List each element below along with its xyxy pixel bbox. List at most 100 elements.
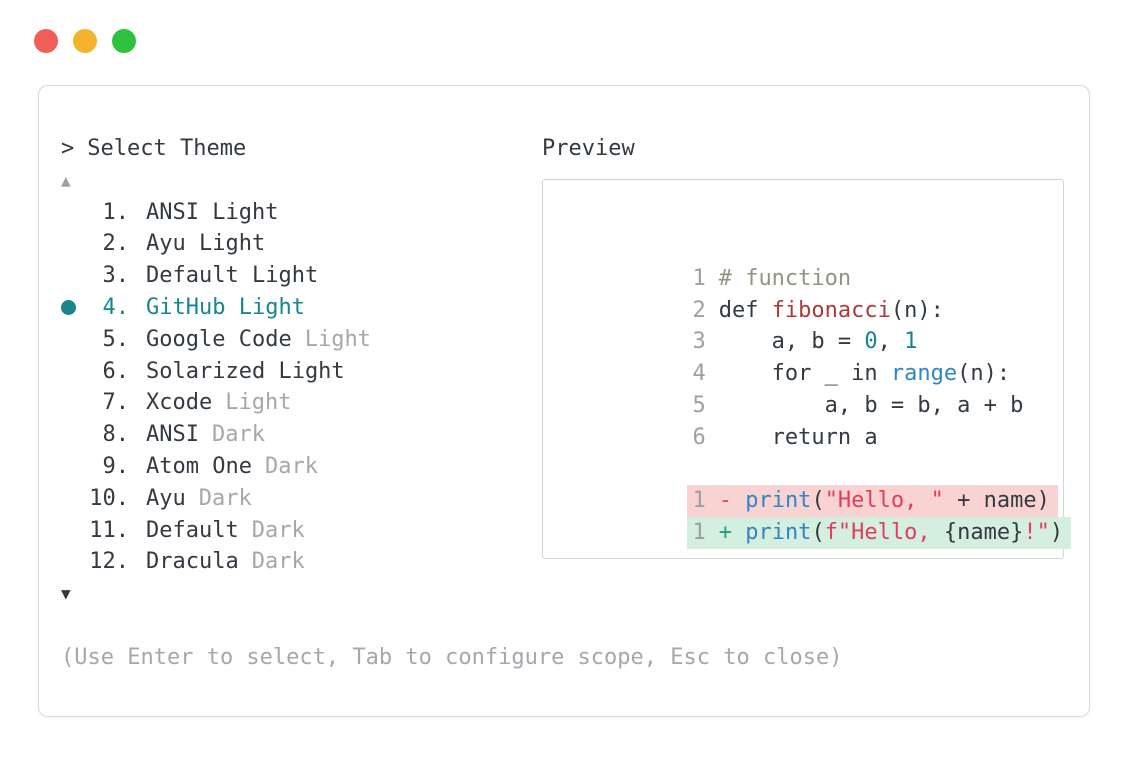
theme-number: 7. <box>102 390 130 416</box>
theme-name: Ayu Light <box>146 231 266 257</box>
theme-option-atom-one-dark[interactable]: 9. Atom One Dark <box>61 451 842 483</box>
code-token: a, b = <box>718 329 865 355</box>
code-line: 1 # function <box>560 231 1071 291</box>
theme-number: 8. <box>102 422 130 448</box>
code-token: def <box>718 297 772 323</box>
code-token: for _ in <box>718 361 891 387</box>
code-token: ) <box>1049 520 1064 546</box>
code-tokens: return a <box>719 425 878 450</box>
code-token: range <box>890 361 958 387</box>
theme-number: 3. <box>102 263 130 289</box>
code-token: ( <box>811 520 825 546</box>
theme-number: 1. <box>102 199 130 225</box>
theme-number: 11. <box>89 517 129 543</box>
theme-number: 4. <box>102 294 130 320</box>
code-line: 6 return a <box>560 390 1071 450</box>
line-number: 2 <box>692 297 706 323</box>
theme-number: 10. <box>89 485 129 511</box>
code-token: print <box>745 488 812 514</box>
line-number: 5 <box>692 392 706 418</box>
theme-option-google-code-light[interactable]: 5. Google Code Light <box>61 324 842 356</box>
code-token: !" <box>1023 520 1050 546</box>
theme-name: Default <box>146 517 239 543</box>
line-number: 1 <box>692 265 706 291</box>
code-token: # function <box>718 265 852 291</box>
diff-added-line: 1+ print(f"Hello, {name}!") <box>560 485 1072 549</box>
maximize-button[interactable] <box>112 29 136 53</box>
code-token: a, b = b, a + b <box>718 392 1024 418</box>
code-token: , <box>877 329 905 355</box>
scroll-up-icon[interactable]: ▲ <box>61 170 71 190</box>
theme-number: 9. <box>102 453 130 479</box>
bullet-slot <box>61 300 89 316</box>
close-button[interactable] <box>34 29 58 53</box>
code-token: fibonacci <box>771 297 891 323</box>
theme-variant: Dark <box>264 453 318 479</box>
prompt-label: Select Theme <box>87 136 247 161</box>
line-number: 1 <box>692 488 706 514</box>
theme-name: ANSI <box>146 422 199 448</box>
theme-picker-window: > Select Theme ▲ 1. ANSI Light 2. Ayu Li… <box>38 85 1090 717</box>
theme-variant: Dark <box>251 549 305 575</box>
theme-name: Dracula <box>146 549 239 575</box>
theme-option-ansi-light[interactable]: 1. ANSI Light <box>61 197 842 229</box>
theme-option-github-light-selected[interactable]: 4. GitHub Light <box>61 292 842 324</box>
minimize-button[interactable] <box>73 29 97 53</box>
theme-variant: Light <box>225 390 292 416</box>
code-line: 2 def fibonacci(n): <box>560 263 1071 323</box>
diff-added-highlight: 1+ print(f"Hello, {name}!") <box>687 517 1072 549</box>
theme-name: ANSI Light <box>146 199 279 225</box>
code-token: "Hello, " <box>824 488 944 514</box>
theme-option-ansi-dark[interactable]: 8. ANSI Dark <box>61 419 842 451</box>
code-token <box>732 488 745 513</box>
code-tokens: def fibonacci(n): <box>719 298 944 323</box>
theme-variant: Dark <box>211 422 265 448</box>
code-token: + <box>718 520 732 546</box>
code-token: {name} <box>943 520 1024 546</box>
prompt: > Select Theme <box>61 133 842 165</box>
code-tokens: a, b = 0, 1 <box>719 329 918 354</box>
code-token <box>732 520 745 545</box>
theme-option-ayu-light[interactable]: 2. Ayu Light <box>61 228 842 260</box>
theme-option-default-light[interactable]: 3. Default Light <box>61 260 842 292</box>
theme-name: Default Light <box>146 263 319 289</box>
theme-name: Ayu <box>146 485 186 511</box>
hint-text: (Use Enter to select, Tab to configure s… <box>61 644 843 670</box>
theme-name: Solarized Light <box>146 358 345 384</box>
code-tokens: - print("Hello, " + name) <box>719 488 1050 513</box>
theme-variant: Light <box>304 326 371 352</box>
theme-variant: Dark <box>251 517 305 543</box>
code-token: (n): <box>890 297 944 323</box>
prompt-caret: > <box>61 136 75 161</box>
code-token: ( <box>811 488 825 514</box>
code-token: (n): <box>957 361 1011 387</box>
code-token: f"Hello, <box>824 520 944 546</box>
line-number: 4 <box>692 361 706 387</box>
code-token: print <box>745 520 812 546</box>
theme-name: GitHub Light <box>146 294 305 320</box>
code-token: return a <box>718 424 878 450</box>
code-token: 0 <box>864 329 878 355</box>
theme-name: Atom One <box>146 453 252 479</box>
theme-option-default-dark[interactable]: 11. Default Dark <box>61 515 842 547</box>
scroll-down-icon[interactable]: ▼ <box>61 584 71 604</box>
selected-dot-icon <box>61 300 76 316</box>
theme-option-solarized-light[interactable]: 6. Solarized Light <box>61 356 842 388</box>
theme-option-ayu-dark[interactable]: 10. Ayu Dark <box>61 483 842 515</box>
line-number: 3 <box>692 329 706 355</box>
line-number: 6 <box>692 424 706 450</box>
theme-number: 5. <box>102 326 130 352</box>
code-token: 1 <box>904 329 918 355</box>
diff-removed-line: 1- print("Hello, " + name) <box>560 454 1071 518</box>
code-tokens: + print(f"Hello, {name}!") <box>719 520 1063 545</box>
code-tokens: for _ in range(n): <box>719 361 1010 386</box>
preview-label: Preview <box>542 136 635 161</box>
theme-option-xcode-light[interactable]: 7. Xcode Light <box>61 387 842 419</box>
code-tokens: # function <box>719 266 851 291</box>
theme-option-dracula-dark[interactable]: 12. Dracula Dark <box>61 546 842 578</box>
theme-number: 12. <box>89 549 129 575</box>
code-token: - <box>718 488 732 514</box>
code-token: + name) <box>943 488 1050 514</box>
